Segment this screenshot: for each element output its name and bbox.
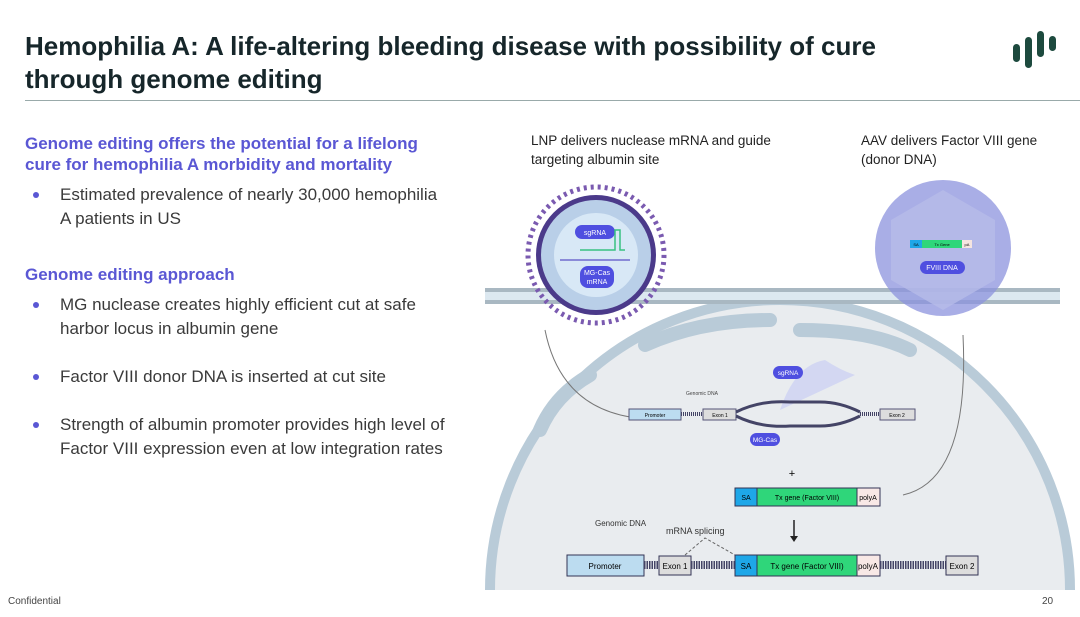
- donor-sa-label: SA: [741, 495, 751, 502]
- mrna-splicing-label: mRNA splicing: [666, 526, 725, 536]
- company-logo: [1013, 31, 1056, 68]
- bullet: MG nuclease creates highly efficient cut…: [25, 293, 445, 341]
- aav-tx-label: Tx Gene: [934, 242, 950, 247]
- lnp-sgrna-label: sgRNA: [584, 230, 607, 237]
- text-column: Genome editing offers the potential for …: [25, 133, 445, 461]
- integrated-locus: Promoter Exon 1 SA Tx gene (Factor VIII)…: [566, 554, 979, 577]
- lnp-mrna-label: mRNA: [587, 279, 608, 286]
- final-exon1-label: Exon 1: [663, 562, 688, 571]
- final-polya-label: polyA: [858, 562, 879, 571]
- donor-construct: SA Tx gene (Factor VIII) polyA: [734, 487, 881, 507]
- section-heading: Genome editing approach: [25, 265, 235, 284]
- aav-caption: AAV delivers Factor VIII gene (donor DNA…: [861, 133, 1038, 167]
- aav-particle: SA Tx Gene pA FVIII DNA: [875, 180, 1011, 316]
- lnp-mgcas-label: MG-Cas: [584, 270, 611, 277]
- genomic-dna-bottom-label: Genomic DNA: [595, 519, 647, 528]
- page-number: 20: [1042, 596, 1054, 607]
- confidential-label: Confidential: [8, 596, 61, 607]
- nucleus: [490, 300, 1070, 590]
- promoter-label: Promoter: [645, 413, 666, 419]
- section-heading: Genome editing offers the potential for …: [25, 134, 418, 174]
- final-sa-label: SA: [741, 562, 752, 571]
- bullet: Estimated prevalence of nearly 30,000 he…: [25, 183, 445, 231]
- bullet: Factor VIII donor DNA is inserted at cut…: [25, 365, 445, 389]
- aav-sa-label: SA: [913, 242, 919, 247]
- arrow-down-icon: [790, 536, 798, 542]
- genomic-dna-label: Genomic DNA: [686, 391, 719, 397]
- final-promoter-label: Promoter: [589, 562, 622, 571]
- target-locus: Genomic DNA Promoter Exon 1 Exon 2 sgRNA…: [628, 360, 916, 446]
- exon1-label: Exon 1: [712, 413, 728, 419]
- donor-tx-label: Tx gene (Factor VIII): [775, 495, 839, 502]
- aav-pa-label: pA: [965, 242, 970, 247]
- lnp-particle: sgRNA MG-Cas mRNA: [525, 184, 667, 326]
- page-title: Hemophilia A: A life-altering bleeding d…: [25, 31, 876, 94]
- plus-sign: +: [789, 468, 795, 480]
- final-exon2-label: Exon 2: [950, 562, 975, 571]
- donor-polya-label: polyA: [859, 495, 877, 502]
- bullet: Strength of albumin promoter provides hi…: [25, 413, 445, 461]
- final-tx-label: Tx gene (Factor VIII): [770, 562, 844, 571]
- title-divider: [25, 100, 1080, 101]
- aav-fviii-label: FVIII DNA: [926, 265, 958, 272]
- sgrna-label: sgRNA: [778, 370, 799, 377]
- genome-editing-diagram: sgRNA MG-Cas mRNA SA Tx Gene pA FVIII DN…: [485, 180, 1075, 590]
- mgcas-label: MG-Cas: [753, 437, 778, 444]
- exon2-label: Exon 2: [889, 413, 905, 419]
- lnp-caption: LNP delivers nuclease mRNA and guide tar…: [531, 133, 771, 167]
